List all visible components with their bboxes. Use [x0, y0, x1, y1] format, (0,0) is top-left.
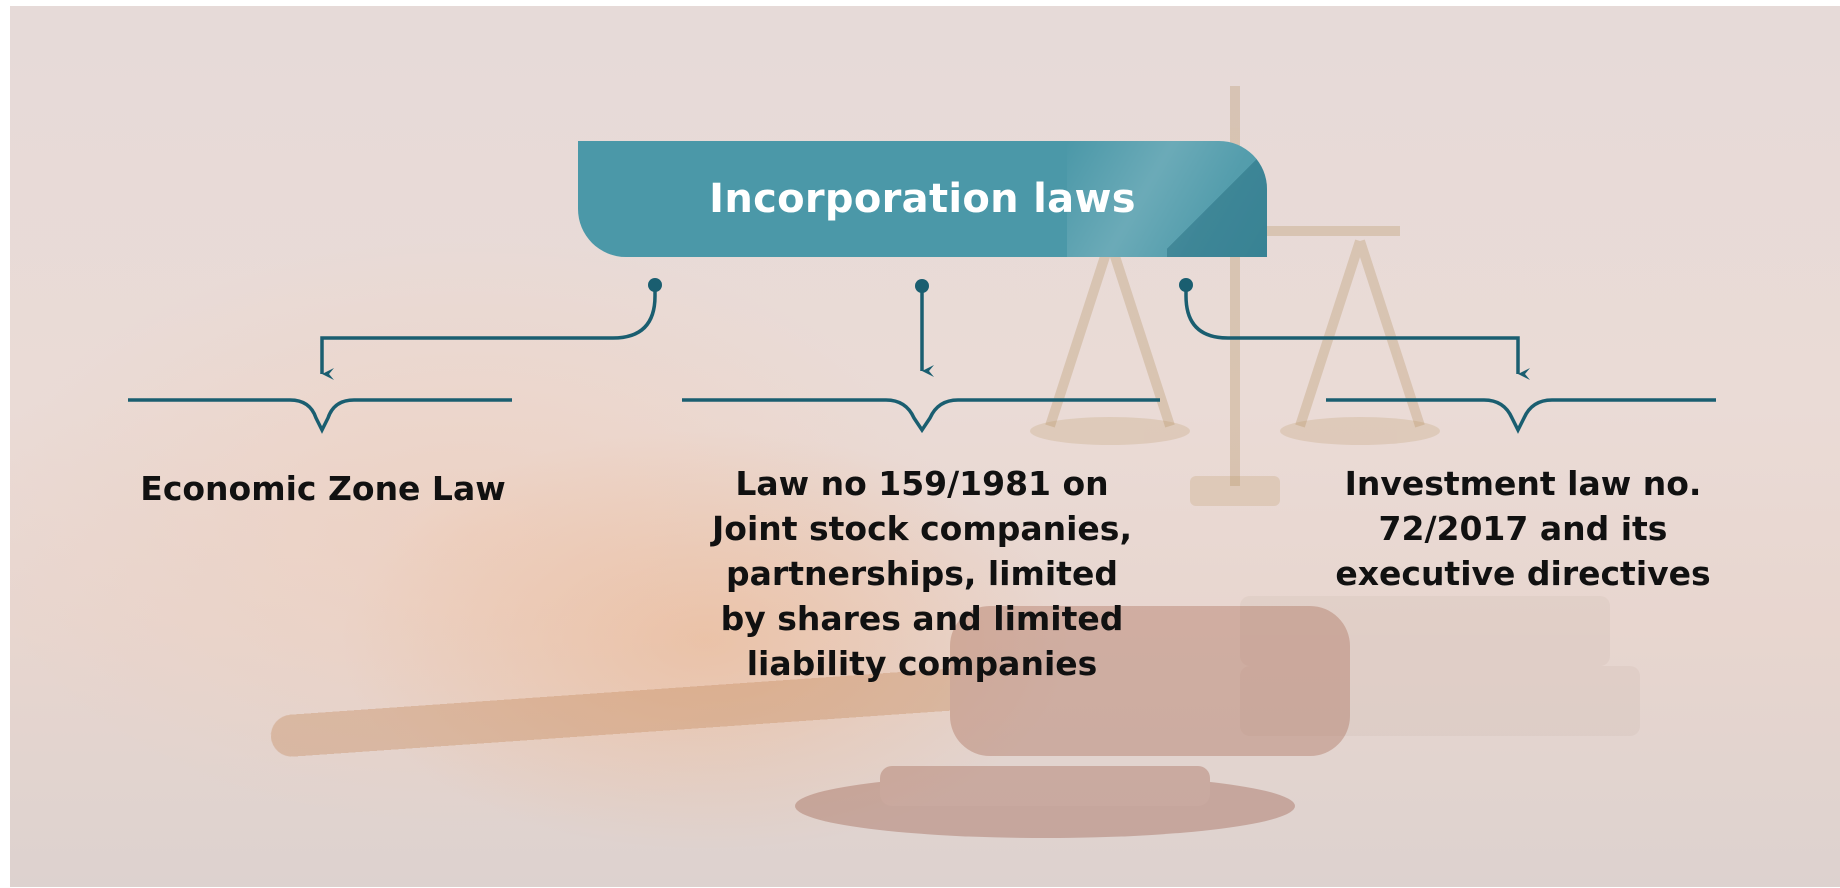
title-banner: Incorporation laws — [578, 141, 1267, 257]
branch-label-economic-zone: Economic Zone Law — [140, 469, 506, 508]
branch-label-investment-law: Investment law no. 72/2017 and its execu… — [1335, 464, 1711, 593]
brace-middle — [682, 398, 1160, 434]
brace-right — [1326, 398, 1716, 434]
banner-corner — [1167, 141, 1267, 257]
brace-left — [128, 398, 512, 434]
diagram-title: Incorporation laws — [709, 176, 1136, 222]
gavel-and-scales-background — [270, 86, 1640, 838]
connector-right — [1179, 278, 1530, 380]
connector-middle — [915, 279, 934, 377]
connector-layer — [128, 278, 1716, 434]
connector-left — [320, 278, 662, 380]
banner-sheen — [1067, 141, 1267, 257]
slide: Incorporation laws Economic Zone Law Law… — [10, 6, 1840, 887]
branch-label-law-159-1981: Law no 159/1981 on Joint stock companies… — [712, 464, 1132, 683]
